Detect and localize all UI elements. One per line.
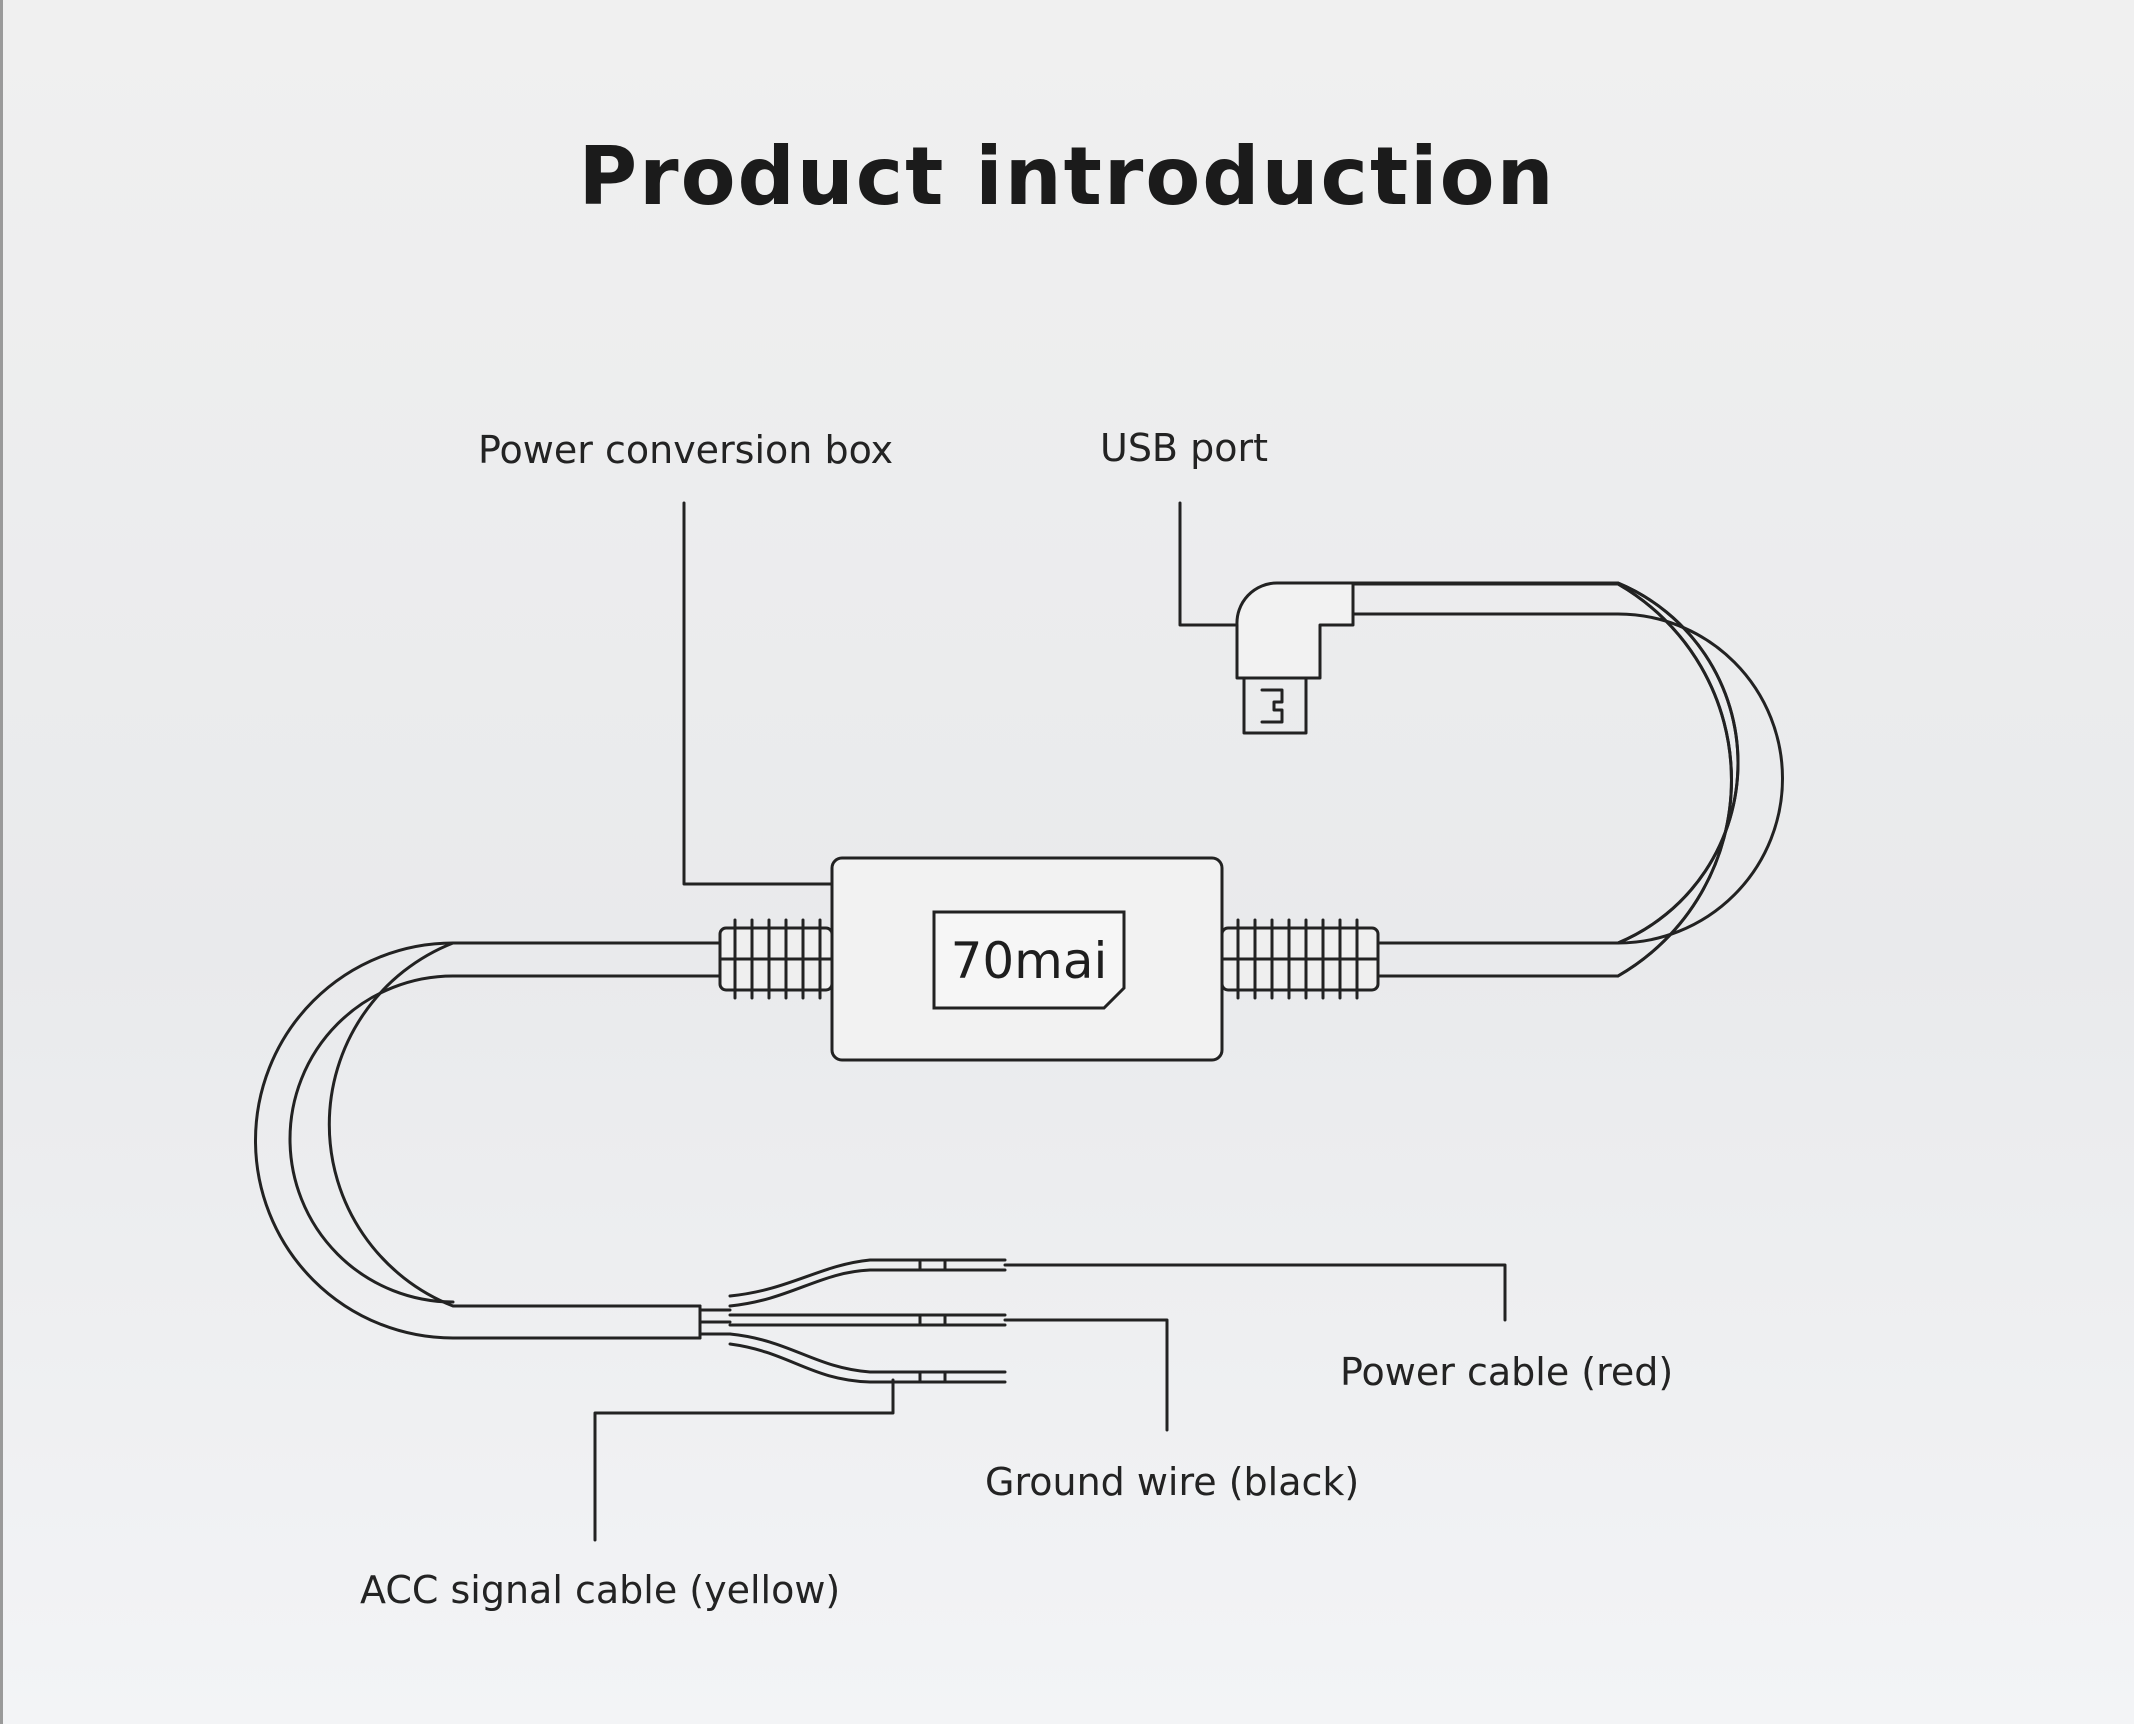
page-title: Product introduction (578, 130, 1556, 223)
frame-edge (0, 0, 3, 1724)
left-cable-loop (256, 943, 721, 1338)
right-cable-loop (1353, 583, 1783, 976)
brand-logo: 70mai (932, 910, 1126, 1010)
leader-power-box (684, 503, 832, 884)
brand-logo-text: 70mai (951, 932, 1108, 990)
leader-acc-signal (595, 1380, 893, 1540)
left-strain-relief (720, 920, 832, 998)
label-acc-signal-cable-yellow: ACC signal cable (yellow) (360, 1568, 841, 1612)
label-ground-wire-black: Ground wire (black) (985, 1460, 1360, 1504)
leader-power-cable (1005, 1265, 1505, 1320)
leader-usb-port (1180, 503, 1235, 625)
wire-red (730, 1260, 1005, 1306)
wire-yellow (730, 1334, 1005, 1382)
wire-black (730, 1315, 1005, 1325)
label-power-conversion-box: Power conversion box (478, 428, 894, 472)
right-strain-relief (1222, 920, 1378, 998)
leader-ground-wire (1005, 1320, 1167, 1430)
label-usb-port: USB port (1100, 426, 1268, 470)
usb-connector (1237, 583, 1353, 733)
cable-sheath-end (700, 1306, 730, 1338)
label-power-cable-red: Power cable (red) (1340, 1350, 1674, 1394)
